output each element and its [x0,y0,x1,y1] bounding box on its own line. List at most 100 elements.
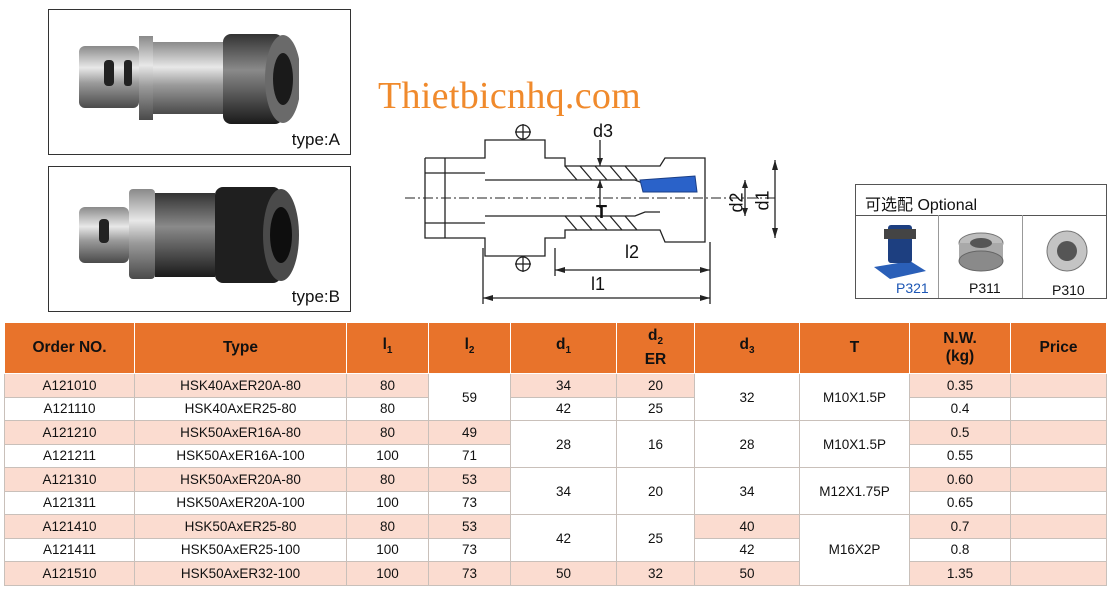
table-row: A121010 HSK40AxER20A-80 80 59 34 20 32 M… [4,373,1107,421]
cell-d2: 20 [616,467,695,515]
cell-l1: 80 [346,373,429,398]
cell-type: HSK50AxER32-100 [134,561,347,586]
dim-label-d1: d1 [752,190,773,211]
cell-price [1010,420,1107,445]
cell-l2: 73 [428,561,511,586]
cell-type: HSK50AxER20A-100 [134,490,347,515]
cell-d1: 28 [510,420,617,468]
cell-d3: 42 [694,537,800,562]
header-nw: N.W.(kg) [909,322,1011,374]
type-b-label: type:B [291,287,340,306]
header-type: Type [134,322,347,374]
cell-l1: 80 [346,514,429,539]
optional-title: 可选配 Optional [865,197,978,214]
dim-label-d2: d2 [726,192,747,213]
table-row: A121211 HSK50AxER16A-100 100 71 0.55 [4,443,1107,468]
tightening-fixture-icon [874,225,926,279]
product-photo-type-a: type:A [48,9,351,155]
cell-l1: 100 [346,561,429,586]
cell-order: A121211 [4,443,135,468]
header-t: T [799,322,910,374]
cell-type: HSK40AxER20A-80 [134,373,347,398]
cell-d3: 28 [694,420,800,468]
cell-price [1010,443,1107,468]
table-row: A121411 HSK50AxER25-100 100 73 42 0.8 [4,537,1107,562]
cell-nw: 0.8 [909,537,1011,562]
cell-price [1010,467,1107,492]
table-row: A121510 HSK50AxER32-100 100 73 50 32 50 … [4,561,1107,586]
accessory-label-p311: P311 [969,280,1001,296]
cell-d2: 20 [616,373,695,398]
cell-order: A121210 [4,420,135,445]
cell-l1: 80 [346,396,429,421]
header-d1: d1 [510,322,617,374]
cell-d1: 34 [510,467,617,515]
dim-label-t: T [596,202,607,222]
cell-t: M10X1.5P [799,420,910,468]
table-row: A121311 HSK50AxER20A-100 100 73 0.65 [4,490,1107,515]
table-row: A121410 HSK50AxER25-80 80 53 42 25 40 M1… [4,514,1107,586]
cell-nw: 0.55 [909,443,1011,468]
cell-l2: 73 [428,490,511,515]
cell-order: A121510 [4,561,135,586]
cell-nw: 0.4 [909,396,1011,421]
technical-drawing: d3 T l2 l1 d2 d1 [405,118,785,308]
header-l1: l1 [346,322,429,374]
cell-t: M12X1.75P [799,467,910,515]
watermark-text: Thietbicnhq.com [378,75,642,117]
cell-d1: 42 [510,396,617,421]
cell-order: A121310 [4,467,135,492]
tool-holder-black-image [79,187,299,283]
cell-nw: 0.7 [909,514,1011,539]
cell-t: M10X1.5P [799,373,910,421]
cell-nw: 1.35 [909,561,1011,586]
cell-d2: 25 [616,514,695,562]
table-row: A121310 HSK50AxER20A-80 80 53 34 20 34 M… [4,467,1107,515]
ring-nut-icon [1046,230,1088,272]
cell-l2: 59 [428,373,511,421]
cell-order: A121411 [4,537,135,562]
cell-d3: 32 [694,373,800,421]
header-price: Price [1010,322,1107,374]
cell-type: HSK50AxER25-80 [134,514,347,539]
cell-order: A121110 [4,396,135,421]
cell-d1: 50 [510,561,617,586]
divider [856,215,1106,216]
cell-l2: 53 [428,467,511,492]
cell-l2: 73 [428,537,511,562]
accessory-label-p310: P310 [1052,282,1085,298]
cell-l2: 71 [428,443,511,468]
cell-d2: 25 [616,396,695,421]
cell-d3: 50 [694,561,800,586]
cell-type: HSK50AxER16A-100 [134,443,347,468]
dim-label-d3: d3 [593,121,614,141]
header-l2: l2 [428,322,511,374]
cell-nw: 0.5 [909,420,1011,445]
cell-l2: 53 [428,514,511,539]
cell-d2: 32 [616,561,695,586]
accessory-cell-p311 [938,215,1023,298]
cell-d2: 16 [616,420,695,468]
cell-nw: 0.35 [909,373,1011,398]
cell-d3: 40 [694,514,800,539]
cell-type: HSK40AxER25-80 [134,396,347,421]
table-row: A121210 HSK50AxER16A-80 80 49 28 16 28 M… [4,420,1107,468]
cell-price [1010,373,1107,398]
cell-price [1010,514,1107,539]
table-row: A121110 HSK40AxER25-80 80 42 25 0.4 [4,396,1107,421]
cell-type: HSK50AxER20A-80 [134,467,347,492]
header-order-no: Order NO. [4,322,135,374]
collet-nut-icon [958,232,1004,272]
cell-order: A121311 [4,490,135,515]
cell-price [1010,561,1107,586]
dim-label-l2: l2 [625,242,640,262]
dim-label-l1: l1 [591,274,606,294]
cell-order: A121410 [4,514,135,539]
cell-price [1010,490,1107,515]
header-d3: d3 [694,322,800,374]
cell-type: HSK50AxER25-100 [134,537,347,562]
type-a-label: type:A [291,130,340,149]
cell-l1: 80 [346,467,429,492]
